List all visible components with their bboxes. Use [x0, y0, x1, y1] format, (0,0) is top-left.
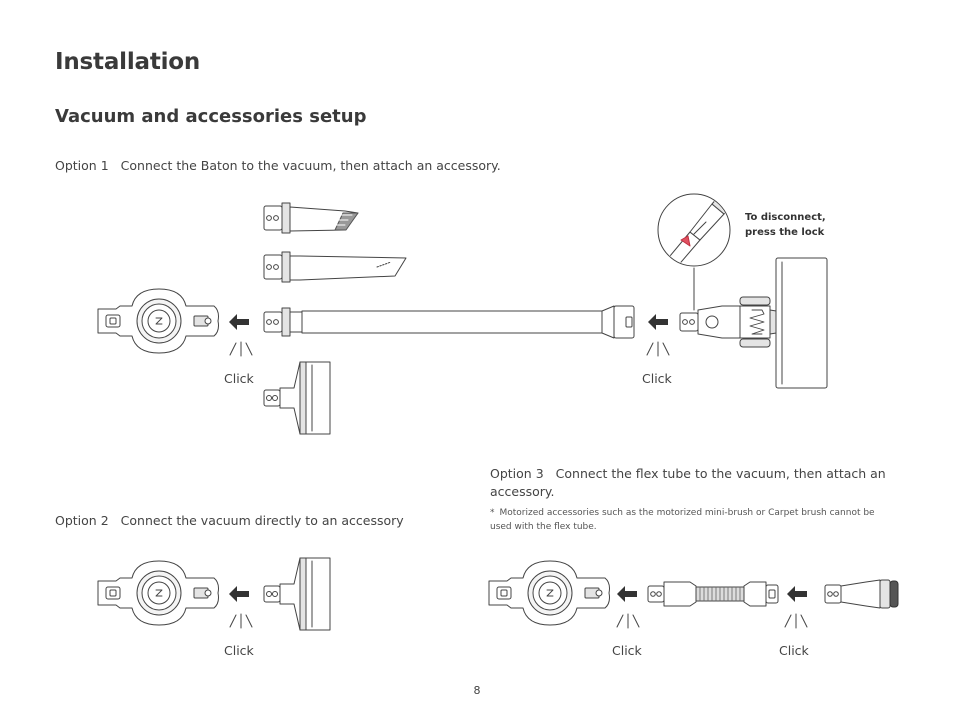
option1-text: Connect the Baton to the vacuum, then at… [120, 158, 501, 173]
option3-label: Option 3 [490, 466, 544, 481]
option3-note-text: Motorized accessories such as the motori… [490, 508, 875, 532]
option1-vacuum-handle-icon [97, 288, 219, 354]
option1-arrow-left-icon [228, 313, 250, 331]
crevice-tool-icon [264, 203, 358, 233]
disconnect-note: To disconnect, press the lock [745, 210, 826, 240]
option2-arrow-left-icon [228, 585, 250, 603]
option3-note: *Motorized accessories such as the motor… [490, 506, 890, 534]
option3-click-left: Click [612, 643, 642, 658]
option2-heading: Option 2 Connect the vacuum directly to a… [55, 513, 404, 528]
option1-click-right: Click [642, 371, 672, 386]
option2-label: Option 2 [55, 513, 109, 528]
option1-arrow-left-icon-2 [647, 313, 669, 331]
option3-click-right: Click [779, 643, 809, 658]
option3-click-rays-right-icon [784, 613, 808, 629]
option1-click-rays-right-icon [646, 341, 670, 357]
page-number: 8 [473, 684, 481, 697]
option1-click-left: Click [224, 371, 254, 386]
disconnect-line1: To disconnect, [745, 212, 826, 223]
page-title: Installation [55, 49, 201, 75]
option1-wide-nozzle-icon [263, 361, 331, 435]
dusting-brush-icon [825, 580, 898, 608]
flex-tube-icon [648, 582, 778, 606]
option2-click-rays-icon [229, 613, 253, 629]
floor-brush-icon [680, 258, 827, 388]
option3-click-rays-left-icon [616, 613, 640, 629]
option3-arrow-left-icon-2 [786, 585, 808, 603]
option1-click-rays-left-icon [229, 341, 253, 357]
option3-text: Connect the flex tube to the vacuum, the… [490, 466, 886, 499]
section-subtitle: Vacuum and accessories setup [55, 106, 367, 127]
option2-vacuum-handle-icon [97, 560, 219, 626]
option3-vacuum-handle-icon [488, 560, 610, 626]
option3-note-star: * [490, 508, 495, 518]
option1-heading: Option 1 Connect the Baton to the vacuum,… [55, 158, 501, 173]
disconnect-line2: press the lock [745, 227, 825, 238]
magnifier-lock-icon [658, 178, 744, 310]
option2-wide-nozzle-icon [263, 557, 331, 631]
long-crevice-tool-icon [264, 252, 406, 282]
option2-text: Connect the vacuum directly to an access… [120, 513, 404, 528]
option2-click: Click [224, 643, 254, 658]
baton-tube-icon [264, 306, 634, 338]
option3-arrow-left-icon [616, 585, 638, 603]
option1-label: Option 1 [55, 158, 109, 173]
